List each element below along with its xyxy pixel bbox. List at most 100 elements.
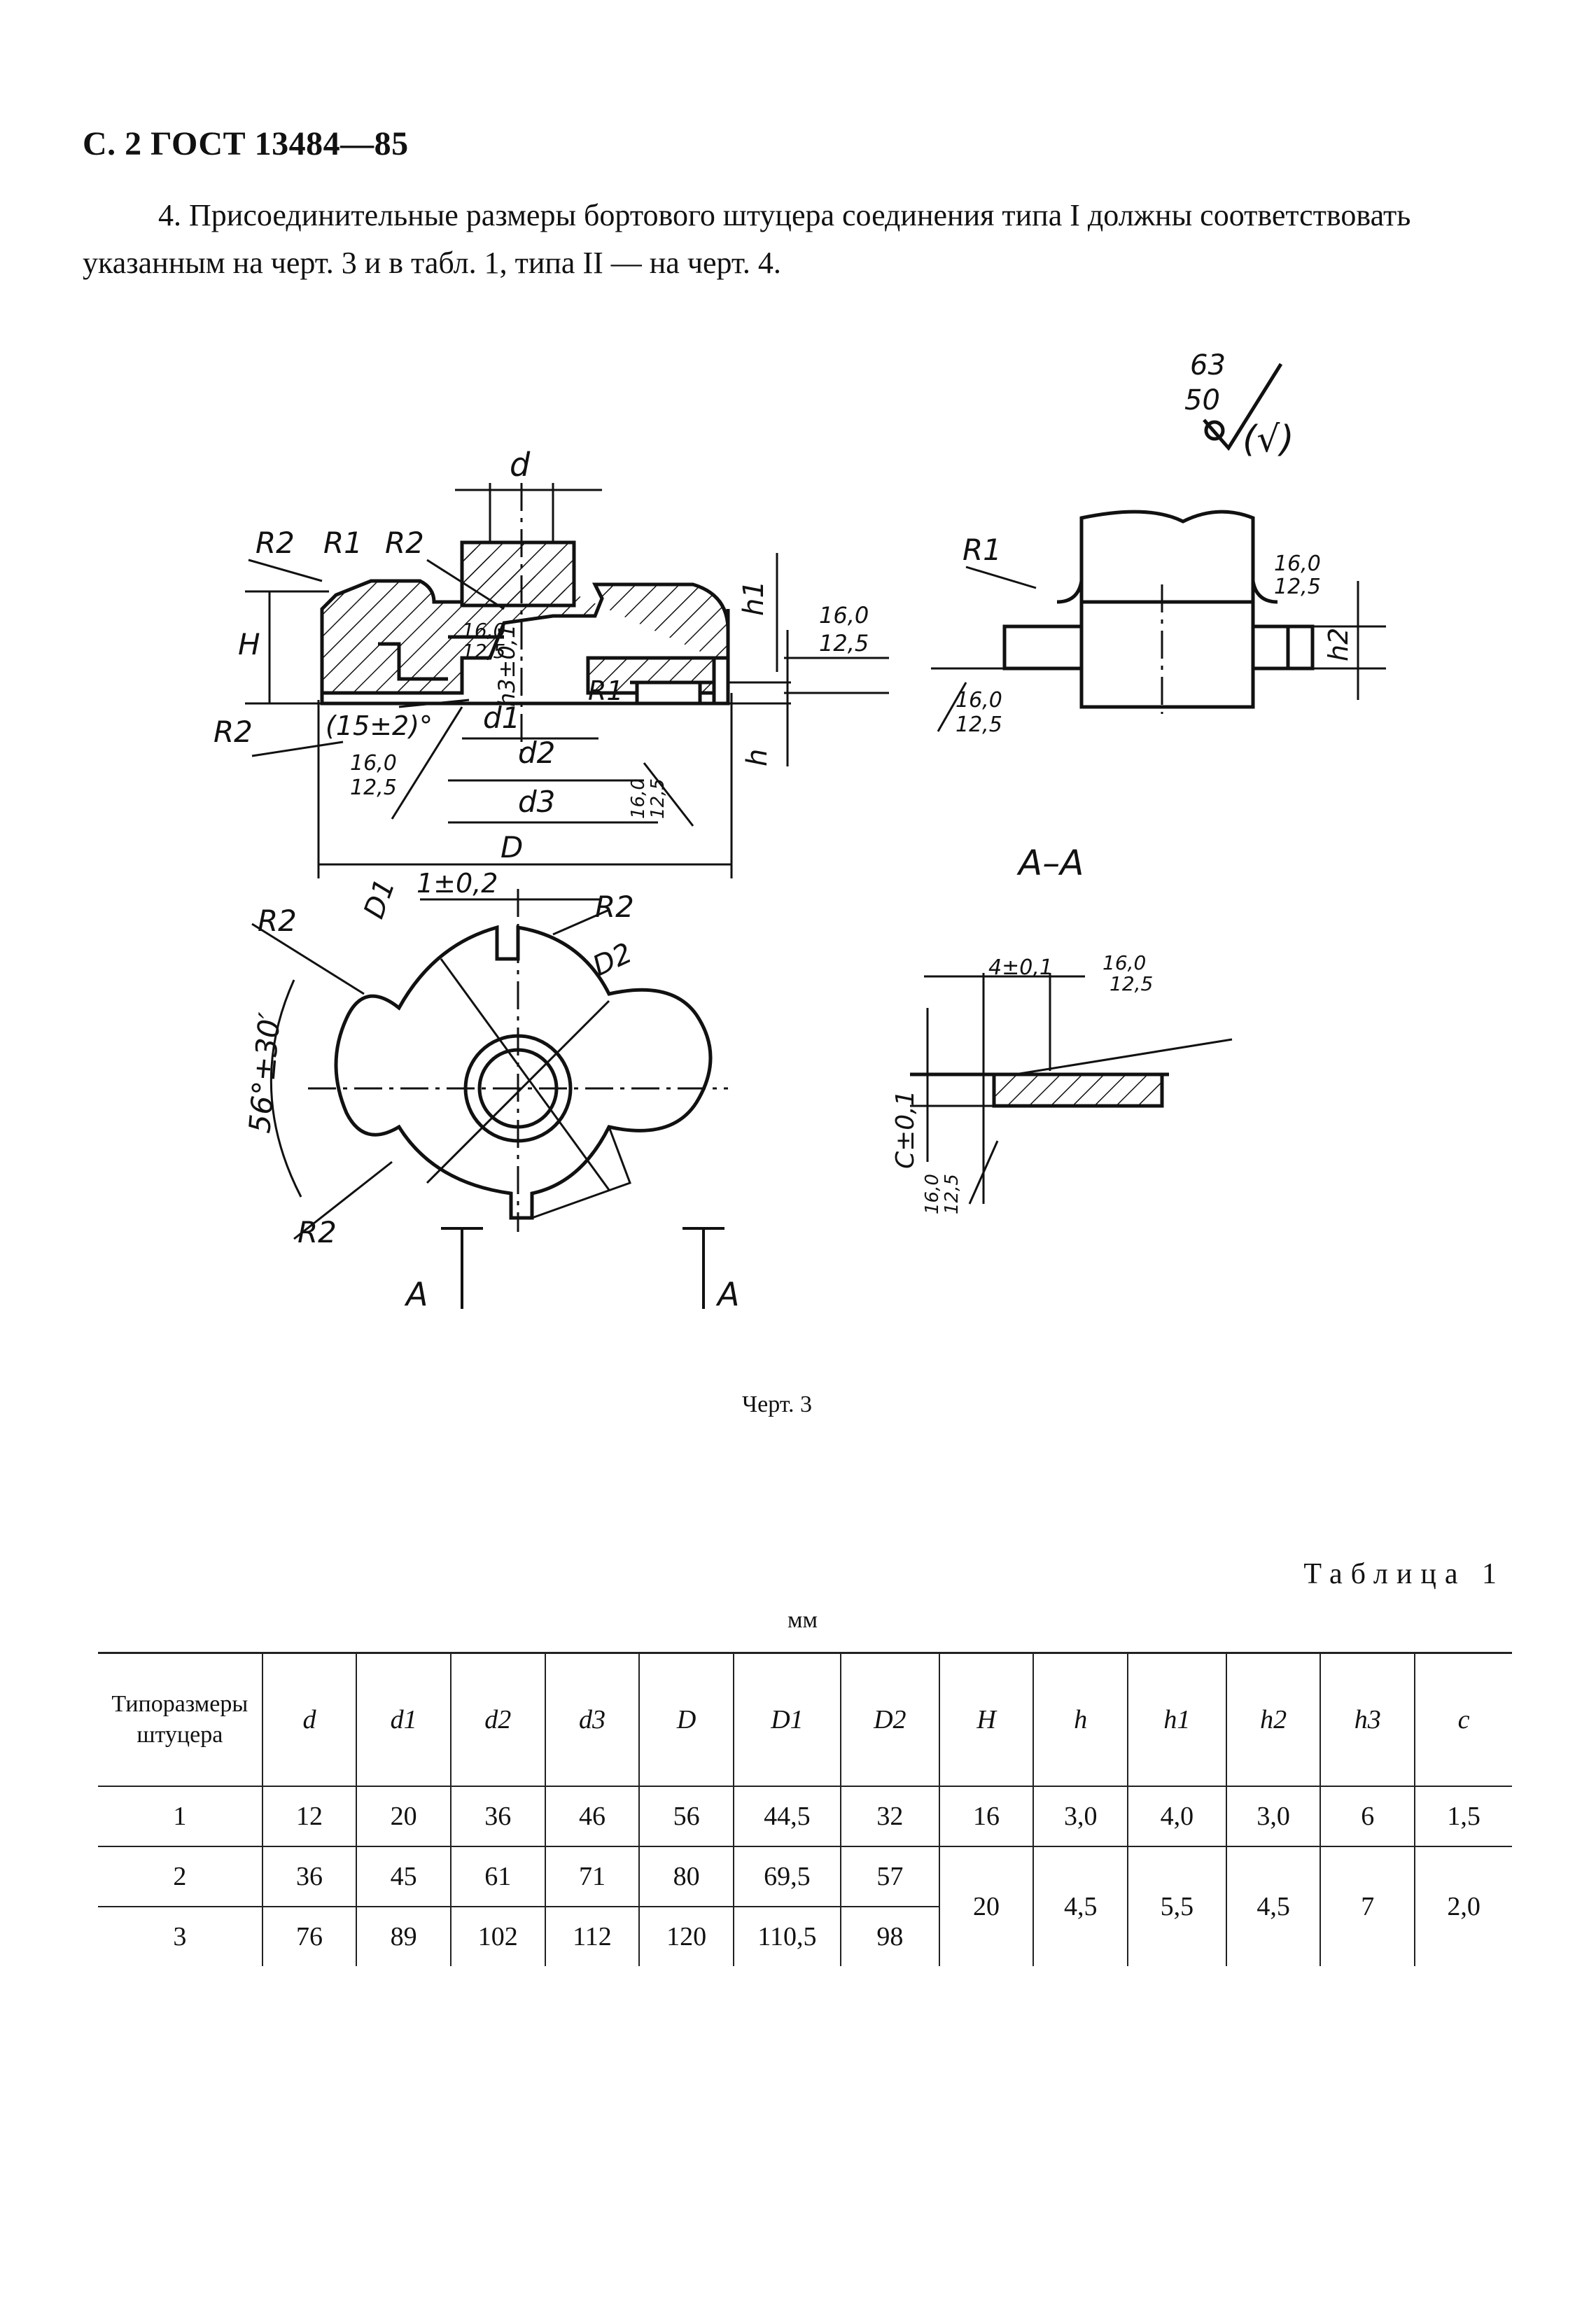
header-D: D (638, 1652, 734, 1787)
cell-size: 2 (98, 1846, 262, 1907)
header-d1: d1 (356, 1652, 451, 1787)
plan-view (251, 889, 728, 1309)
cell-d3: 46 (544, 1786, 640, 1847)
header-d3: d3 (544, 1652, 640, 1787)
cell-d: 36 (261, 1846, 357, 1907)
cell-d: 12 (261, 1786, 357, 1847)
label-width-4: 4±0,1 (988, 955, 1053, 980)
label-D2: D2 (588, 937, 637, 983)
label-rough-12-a: 12,5 (819, 630, 869, 657)
label-d1: d1 (483, 701, 520, 735)
cell-D1: 44,5 (732, 1786, 841, 1847)
label-angle-56: 56°±30′ (242, 1011, 287, 1135)
roughness-symbol (1203, 363, 1283, 451)
cell-size: 3 (173, 1922, 187, 1951)
cell-D: 120 (638, 1907, 734, 1966)
label-section-aa: A–A (1016, 843, 1084, 883)
page-header: С. 2 ГОСТ 13484—85 (83, 125, 409, 162)
cell-d: 76 (261, 1907, 357, 1966)
label-rough-16-h: 16,0 (922, 1174, 943, 1214)
header-d: d (261, 1652, 357, 1787)
cell-D: 80 (638, 1846, 734, 1907)
label-r2-d: R2 (258, 904, 297, 938)
label-section-mark-right: A (715, 1275, 739, 1313)
label-rough-12-h: 12,5 (941, 1174, 962, 1214)
cell-H: 16 (938, 1786, 1034, 1847)
cell-d3: 112 (544, 1907, 640, 1966)
cell-c: 1,5 (1414, 1786, 1512, 1847)
label-h3: h3±0,1 (493, 624, 520, 707)
header-H: H (938, 1652, 1034, 1787)
label-D: D (500, 830, 523, 864)
cell-d2: 102 (449, 1907, 545, 1966)
header-h2: h2 (1225, 1652, 1321, 1787)
cell-h2: 3,0 (1225, 1786, 1321, 1847)
label-d3: d3 (518, 785, 555, 819)
table-row: 3 76 89 102 112 120 110,5 98 (98, 1907, 1512, 1966)
label-h: h (741, 749, 774, 766)
side-view (931, 510, 1386, 732)
cell-H-merged: 20 (938, 1846, 1034, 1966)
label-slot: 1±0,2 (416, 868, 498, 899)
cell-h3-merged: 7 (1320, 1846, 1415, 1966)
label-r1-side: R1 (962, 533, 1002, 567)
table-title: Таблица 1 (1303, 1558, 1505, 1590)
drawing-labels: d R2 R1 R2 H R2 (15±2)° d1 h3±0,1 R1 d2 … (214, 349, 1354, 1313)
cell-d1: 89 (356, 1907, 451, 1966)
main-dimensions (245, 483, 889, 878)
label-rough-16-b: 16,0 (350, 751, 397, 776)
label-rough-50: 50 (1184, 384, 1220, 416)
label-rough-16-g: 16,0 (1102, 951, 1146, 974)
label-rough-12-c: 12,5 (462, 640, 505, 663)
label-rough-16-f: 16,0 (955, 688, 1002, 713)
label-D1: D1 (358, 875, 401, 923)
header-c: c (1414, 1652, 1512, 1787)
label-rough-63: 63 (1190, 349, 1226, 381)
label-rough-check: (√) (1242, 419, 1294, 461)
label-H: H (238, 627, 260, 661)
label-rough-12-b: 12,5 (350, 776, 397, 800)
paragraph-4: 4. Присоединительные размеры бортового ш… (83, 198, 1411, 280)
header-D1: D1 (732, 1652, 841, 1787)
cell-D2: 57 (839, 1846, 939, 1907)
cell-D1: 110,5 (732, 1907, 841, 1966)
cell-c-merged: 2,0 (1414, 1846, 1512, 1966)
section-aa-view (910, 973, 1233, 1205)
label-r2-f: R2 (298, 1215, 337, 1249)
label-rough-16-e: 16,0 (1274, 552, 1321, 576)
cell-d1: 45 (356, 1846, 451, 1907)
label-r1-a: R1 (323, 526, 363, 560)
label-h1: h1 (738, 580, 770, 616)
cell-d2: 36 (449, 1786, 545, 1847)
figure-caption: Черт. 3 (742, 1391, 813, 1417)
cell-h1: 4,0 (1127, 1786, 1226, 1847)
label-rough-16-a: 16,0 (819, 602, 869, 629)
label-rough-16-c: 16,0 (462, 619, 505, 642)
cell-d2: 61 (449, 1846, 545, 1907)
header-h3: h3 (1320, 1652, 1415, 1787)
cell-D2: 32 (839, 1786, 939, 1847)
cell-h: 3,0 (1032, 1786, 1128, 1847)
label-d2: d2 (518, 736, 555, 770)
label-r2-e: R2 (595, 890, 634, 924)
cell-h2-merged: 4,5 (1225, 1846, 1321, 1966)
label-r2-c: R2 (214, 715, 253, 749)
cell-D1: 69,5 (732, 1846, 841, 1907)
label-rough-12-e: 12,5 (1274, 575, 1321, 599)
table-units: мм (788, 1607, 818, 1633)
header-h: h (1032, 1652, 1128, 1787)
table-row: 1 12 20 36 46 56 44,5 32 16 3,0 4,0 3,0 … (98, 1786, 1512, 1847)
label-section-mark-left: A (404, 1275, 428, 1313)
cell-D2: 98 (839, 1907, 939, 1966)
cell-size: 1 (98, 1786, 262, 1847)
table-row: 2 36 45 61 71 80 69,5 57 20 4,5 5,5 4,5 … (98, 1846, 1512, 1966)
label-rough-12-f: 12,5 (955, 713, 1002, 737)
label-r2-b: R2 (385, 526, 424, 560)
cell-d3: 71 (544, 1846, 640, 1907)
technical-drawing: d R2 R1 R2 H R2 (15±2)° d1 h3±0,1 R1 d2 … (214, 349, 1386, 1313)
cell-d1: 20 (356, 1786, 451, 1847)
cell-h-merged: 4,5 (1032, 1846, 1128, 1966)
